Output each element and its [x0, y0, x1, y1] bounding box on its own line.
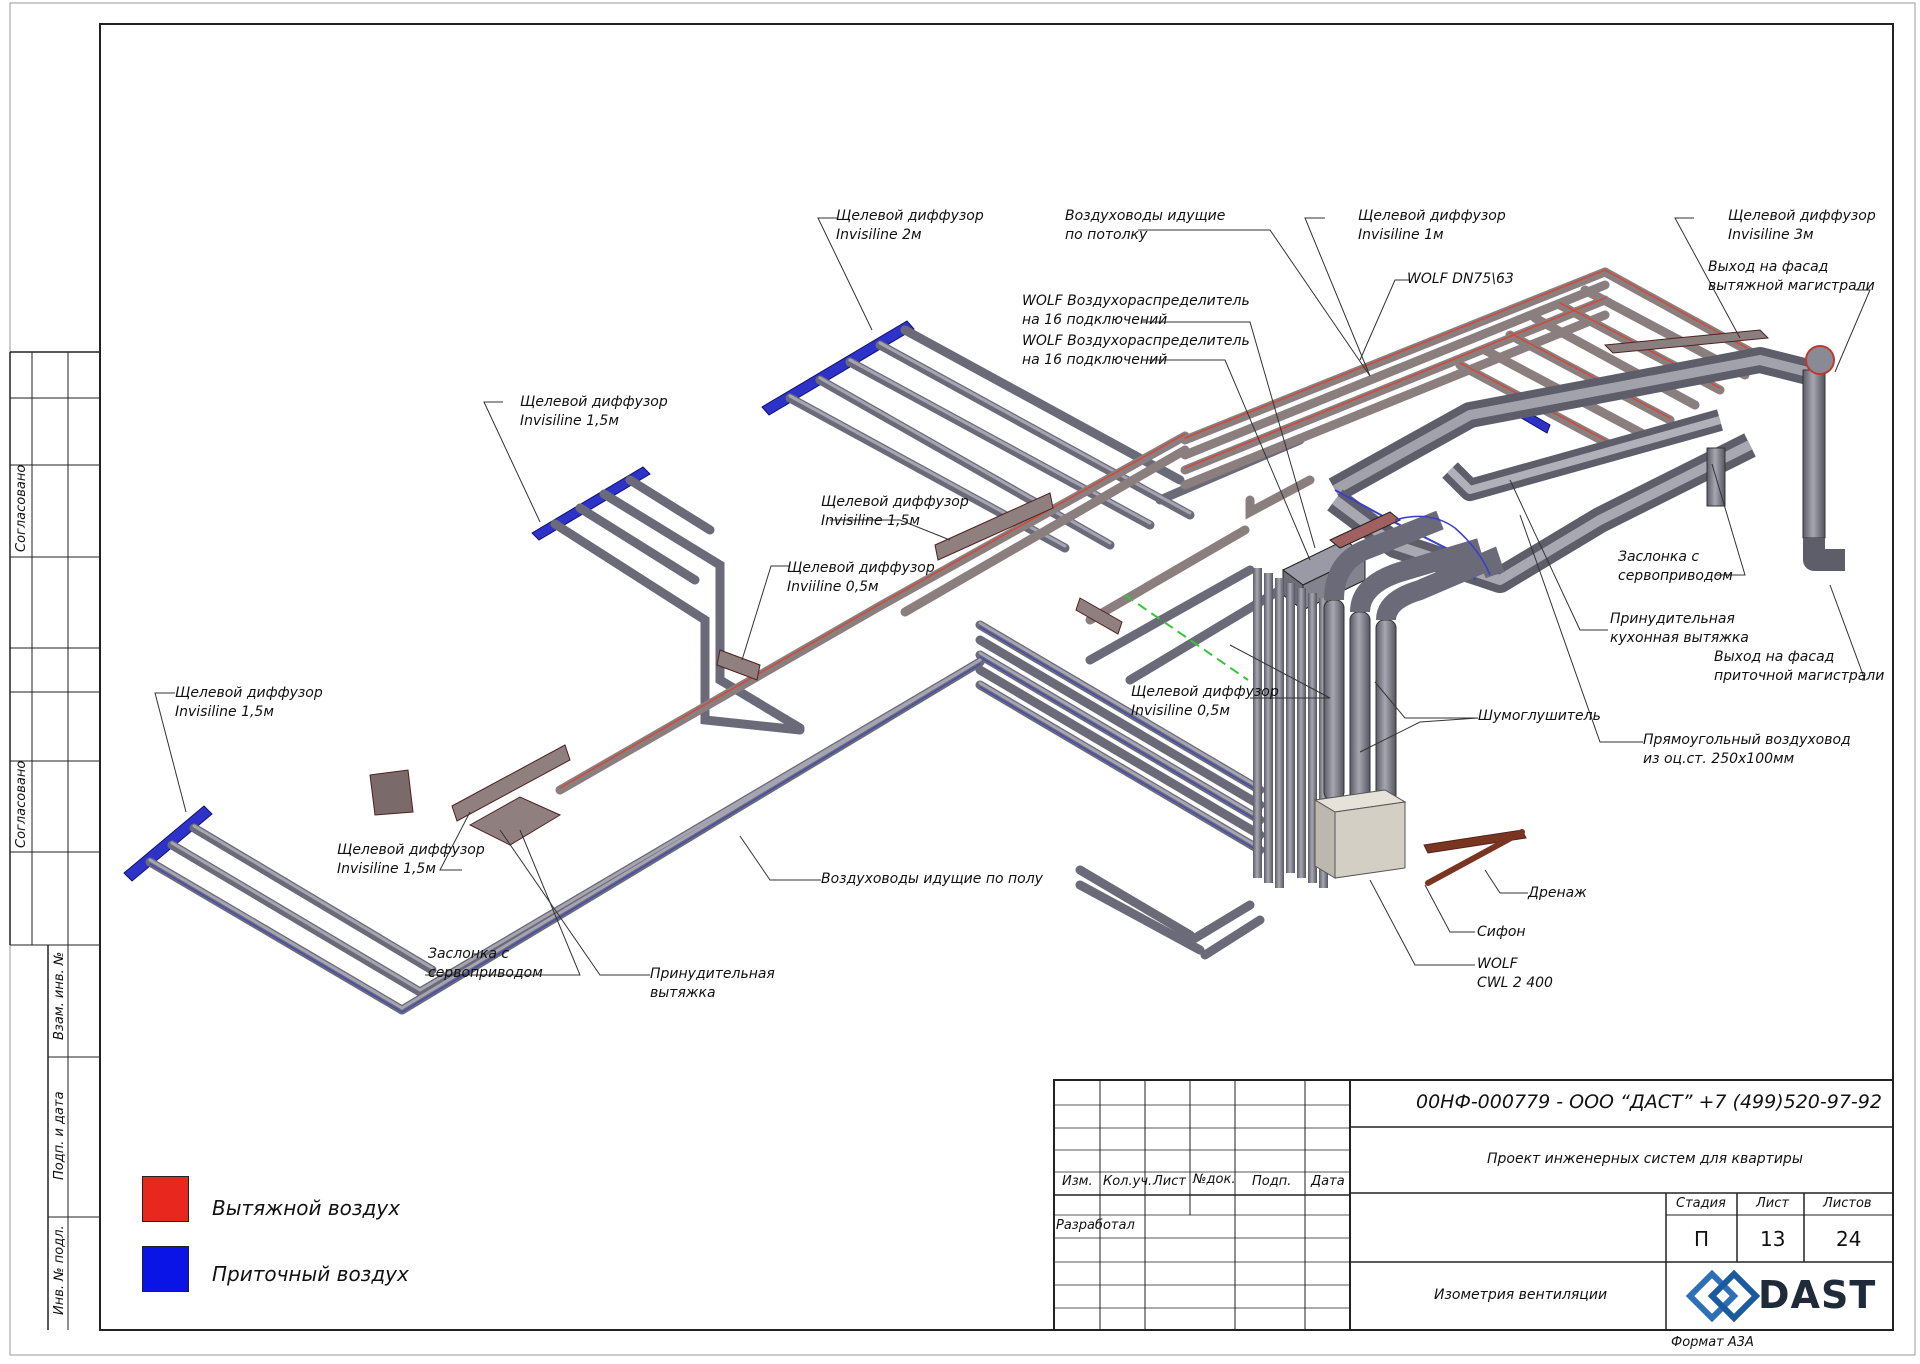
title-sheet-name: Изометрия вентиляции — [1434, 1287, 1608, 1303]
header-rev: Изм. — [1062, 1174, 1093, 1189]
drawing-frame — [9, 2, 1916, 1356]
sheets-header: Листов — [1823, 1196, 1872, 1211]
exhaust-units — [369, 492, 1527, 854]
dashed-route — [1124, 594, 1249, 681]
label-ducts-floor: Воздуховоды идущие по полу — [821, 871, 1043, 887]
header-sign: Подп. — [1252, 1174, 1292, 1189]
header-doc: №док. — [1193, 1172, 1236, 1187]
legend-label-supply: Приточный воздух — [212, 1262, 409, 1286]
format-label: Формат А3А — [1671, 1335, 1754, 1350]
header-date: Дата — [1311, 1174, 1345, 1189]
sheet-header: Лист — [1756, 1196, 1789, 1211]
sheets-value: 24 — [1836, 1227, 1862, 1251]
legend-swatch-exhaust — [142, 1176, 189, 1222]
stage-header: Стадия — [1676, 1196, 1726, 1211]
leader-lines — [154, 217, 1871, 976]
vertical-risers — [1253, 510, 1505, 888]
label-wolf-dn: WOLF DN75\63 — [1407, 271, 1514, 287]
label-silencer: Шумоглушитель — [1478, 708, 1601, 724]
rectangular-air-duct — [1327, 345, 1845, 593]
wolf-cwl-unit — [1313, 789, 1407, 879]
label-drain: Дренаж — [1528, 885, 1587, 901]
label-siphon: Сифон — [1477, 924, 1526, 940]
dast-logo-icon — [1685, 1269, 1761, 1323]
title-company: 00НФ-000779 - ООО “ДАСТ” +7 (499)520-97-… — [1416, 1091, 1882, 1113]
exhaust-ducts — [555, 267, 1770, 795]
header-qty: Кол.уч. — [1103, 1174, 1153, 1189]
stage-value: П — [1694, 1227, 1710, 1251]
developed-by-label: Разработал — [1056, 1218, 1135, 1233]
legend-label-exhaust: Вытяжной воздух — [212, 1196, 401, 1220]
dast-logo-text: DAST — [1758, 1273, 1877, 1317]
sheet-value: 13 — [1760, 1227, 1786, 1251]
drain-pipe — [1425, 829, 1525, 886]
title-project: Проект инженерных систем для квартиры — [1487, 1151, 1803, 1167]
legend-swatch-supply — [142, 1246, 189, 1292]
supply-flex-ducts — [145, 325, 1305, 1015]
header-sheet: Лист — [1153, 1174, 1186, 1189]
